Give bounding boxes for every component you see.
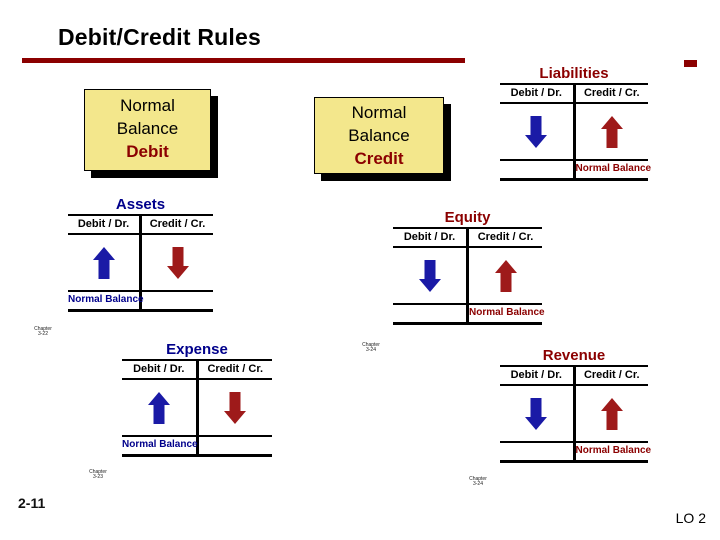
credit-column-header: Credit / Cr. [207, 363, 264, 375]
debit-column-header: Debit / Dr. [68, 216, 142, 233]
decrease-arrow-icon [524, 115, 548, 149]
t-account-equity: Equity Debit / Dr. Credit / Cr. Normal B… [393, 209, 545, 325]
increase-arrow-icon [147, 391, 171, 425]
chapter-footnote: Chapter 3-24 [469, 476, 487, 487]
increase-arrow-icon [494, 259, 518, 293]
decrease-arrow-icon [223, 391, 247, 425]
t-account-title: Assets [115, 196, 166, 213]
t-account-expense: Expense Debit / Dr. Credit / Cr. Normal … [122, 341, 272, 457]
credit-column-header: Credit / Cr. [477, 231, 534, 243]
chapter-footnote: Chapter 3-24 [362, 342, 380, 353]
credit-column-header: Credit / Cr. [583, 369, 640, 381]
t-account-liabilities: Liabilities Debit / Dr. Credit / Cr. Nor… [500, 65, 652, 181]
corner-accent-dash [684, 60, 697, 67]
t-account-revenue: Revenue Debit / Dr. Credit / Cr. Normal … [500, 347, 652, 463]
decrease-arrow-icon [166, 246, 190, 280]
normal-balance-label: Normal Balance [469, 307, 545, 318]
normal-balance-debit-callout: Normal Balance Debit [84, 89, 211, 171]
callout-line-debit: Debit [126, 142, 169, 161]
callout-line: Balance [116, 119, 179, 138]
credit-column-header: Credit / Cr. [149, 218, 206, 230]
debit-column-header: Debit / Dr. [122, 361, 199, 378]
increase-arrow-icon [600, 397, 624, 431]
callout-line: Balance [348, 126, 410, 145]
slide-page-number: 2-11 [18, 495, 46, 511]
t-account-title: Liabilities [539, 65, 609, 82]
increase-arrow-icon [600, 115, 624, 149]
decrease-arrow-icon [524, 397, 548, 431]
title-underline-rule [22, 58, 465, 63]
increase-arrow-icon [92, 246, 116, 280]
callout-line: Normal [351, 103, 407, 122]
page-title: Debit/Credit Rules [58, 24, 261, 50]
callout-line: Normal [120, 96, 175, 115]
t-account-assets: Assets Debit / Dr. Credit / Cr. Normal B… [68, 196, 213, 312]
debit-column-header: Debit / Dr. [500, 367, 576, 384]
callout-line-credit: Credit [354, 149, 404, 168]
credit-column-header: Credit / Cr. [583, 87, 640, 99]
chapter-footnote: Chapter 3-22 [34, 326, 52, 337]
t-account-title: Expense [166, 341, 228, 358]
t-account-title: Revenue [542, 347, 606, 364]
normal-balance-label: Normal Balance [68, 292, 144, 309]
debit-column-header: Debit / Dr. [393, 229, 469, 246]
normal-balance-label: Normal Balance [122, 437, 199, 454]
learning-objective-label: LO 2 [675, 510, 706, 526]
normal-balance-label: Normal Balance [575, 163, 652, 174]
normal-balance-label: Normal Balance [575, 445, 652, 456]
debit-column-header: Debit / Dr. [500, 85, 576, 102]
t-account-title: Equity [444, 209, 491, 226]
decrease-arrow-icon [418, 259, 442, 293]
chapter-footnote: Chapter 3-23 [89, 469, 107, 480]
normal-balance-credit-callout: Normal Balance Credit [314, 97, 444, 174]
